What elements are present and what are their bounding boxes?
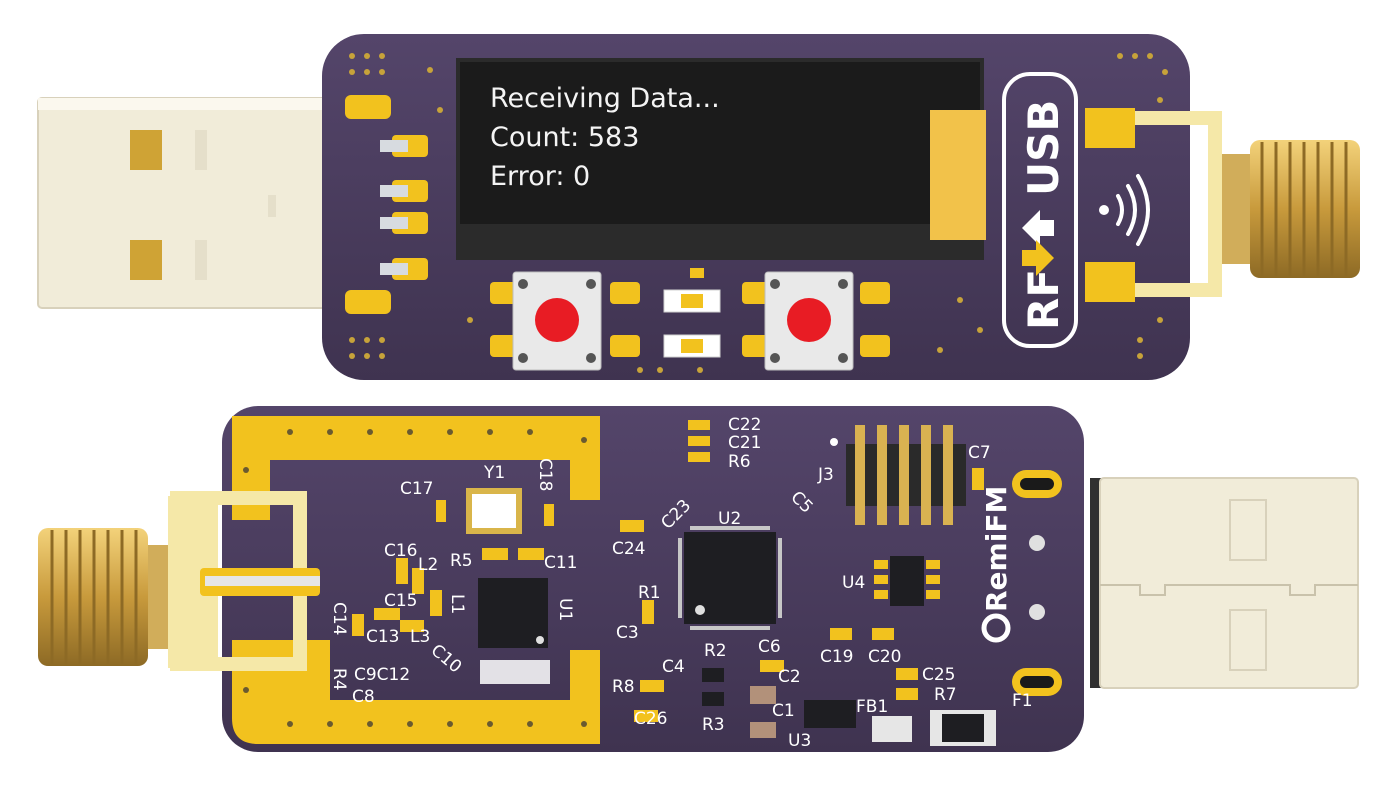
rf-usb-logo: USB RF — [1002, 72, 1078, 348]
label-c13: C13 — [366, 627, 400, 647]
oled-line-3: Error: 0 — [490, 161, 590, 192]
swap-arrows-icon — [1022, 210, 1054, 276]
label-c8: C8 — [352, 687, 375, 707]
oled-display: Receiving Data... Count: 583 Error: 0 — [456, 58, 986, 260]
label-c26: C26 — [634, 709, 668, 729]
sma-connector-left — [38, 491, 320, 671]
label-c1: C1 — [772, 701, 795, 721]
label-r8: R8 — [612, 677, 635, 697]
label-c2: C2 — [778, 667, 801, 687]
label-r7: R7 — [934, 685, 957, 705]
button-cap-left[interactable] — [535, 298, 579, 342]
label-r2: R2 — [704, 641, 727, 661]
label-u2: U2 — [718, 509, 741, 529]
label-j3: J3 — [817, 465, 834, 485]
sma-connector-right — [1085, 108, 1360, 302]
usb-plug-right — [1090, 477, 1359, 689]
tact-button-right[interactable] — [742, 271, 890, 371]
label-u1: U1 — [555, 598, 575, 621]
button-cap-right[interactable] — [787, 298, 831, 342]
bottom-board: RemiFM C22 C21 R6 J3 C7 Y1 C17 C18 C23 U… — [38, 406, 1359, 752]
passive-components — [352, 420, 984, 738]
chip-u4 — [874, 556, 940, 606]
chip-u1 — [478, 578, 548, 648]
label-r3: R3 — [702, 715, 725, 735]
label-c22: C22 — [728, 415, 762, 435]
ferrite-fb1 — [872, 716, 912, 742]
label-c17: C17 — [400, 479, 434, 499]
chip-u3 — [804, 700, 856, 728]
chip-u2 — [678, 526, 782, 630]
logo-usb-text: USB — [1019, 100, 1068, 196]
label-fb1: FB1 — [856, 697, 888, 717]
wireless-signal-icon — [1099, 174, 1150, 246]
header-j3 — [830, 425, 966, 525]
label-c24: C24 — [612, 539, 646, 559]
label-l2: L2 — [418, 555, 438, 575]
logo-rf-text: RF — [1019, 269, 1068, 330]
crystal-y1 — [466, 488, 522, 534]
label-u3: U3 — [788, 731, 811, 751]
label-l3: L3 — [410, 627, 430, 647]
label-c16: C16 — [384, 541, 418, 561]
antenna-vias — [243, 429, 587, 727]
label-c4: C4 — [662, 657, 685, 677]
label-c14: C14 — [329, 602, 349, 636]
label-c21: C21 — [728, 433, 762, 453]
label-r6: R6 — [728, 452, 751, 472]
top-middle-leds — [663, 268, 721, 358]
label-r1: R1 — [638, 583, 661, 603]
label-u4: U4 — [842, 573, 865, 593]
usb-plug-left — [37, 97, 386, 309]
label-c9c12: C9C12 — [354, 665, 410, 685]
label-r5: R5 — [450, 551, 473, 571]
label-c6: C6 — [758, 637, 781, 657]
label-f1: F1 — [1012, 691, 1033, 711]
label-c25: C25 — [922, 665, 956, 685]
label-c11: C11 — [544, 553, 578, 573]
label-c3: C3 — [616, 623, 639, 643]
label-c7: C7 — [968, 443, 991, 463]
label-c19: C19 — [820, 647, 854, 667]
top-vias — [349, 53, 1168, 373]
usb-mount-slots — [1012, 470, 1062, 696]
label-c20: C20 — [868, 647, 902, 667]
label-c15: C15 — [384, 591, 418, 611]
top-board: Receiving Data... Count: 583 Error: 0 — [37, 34, 1360, 380]
tact-button-left[interactable] — [490, 271, 640, 371]
label-y1: Y1 — [483, 463, 505, 483]
antenna-copper — [232, 416, 600, 744]
label-c18: C18 — [535, 458, 555, 492]
oled-line-1: Receiving Data... — [490, 83, 720, 114]
remifm-ring-icon — [981, 613, 1011, 643]
oled-line-2: Count: 583 — [490, 122, 639, 153]
label-l1: L1 — [447, 594, 467, 614]
top-left-pads — [345, 95, 428, 314]
label-r4: R4 — [329, 668, 349, 691]
remifm-logo: RemiFM — [980, 486, 1013, 643]
brand-text: RemiFM — [980, 486, 1013, 612]
